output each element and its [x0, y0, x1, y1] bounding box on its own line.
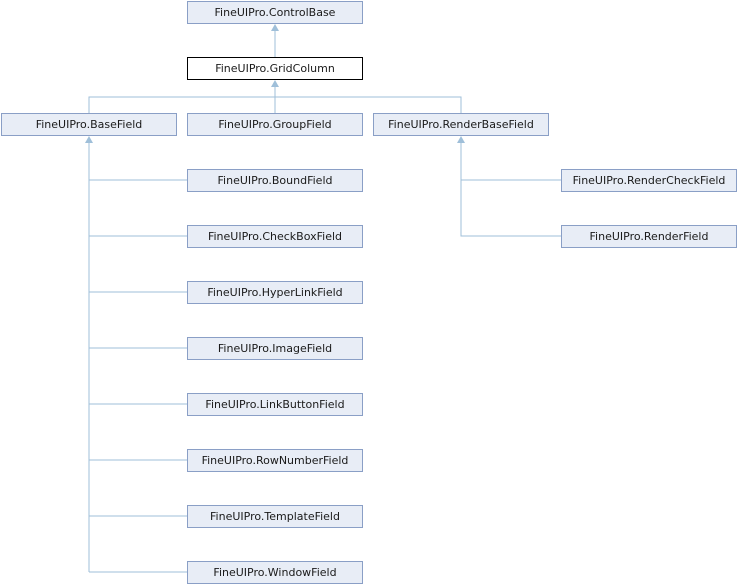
node-renderbasefield[interactable]: FineUIPro.RenderBaseField [373, 113, 549, 136]
node-windowfield[interactable]: FineUIPro.WindowField [187, 561, 363, 584]
node-templatefield[interactable]: FineUIPro.TemplateField [187, 505, 363, 528]
node-imagefield[interactable]: FineUIPro.ImageField [187, 337, 363, 360]
node-linkbuttonfield[interactable]: FineUIPro.LinkButtonField [187, 393, 363, 416]
node-gridcolumn[interactable]: FineUIPro.GridColumn [187, 57, 363, 80]
node-groupfield[interactable]: FineUIPro.GroupField [187, 113, 363, 136]
node-checkboxfield[interactable]: FineUIPro.CheckBoxField [187, 225, 363, 248]
arrow-gridcolumn [271, 80, 279, 87]
edge-basefield-gridcolumn [88, 96, 275, 113]
node-basefield[interactable]: FineUIPro.BaseField [1, 113, 177, 136]
node-boundfield[interactable]: FineUIPro.BoundField [187, 169, 363, 192]
arrow-renderbasefield [457, 136, 465, 143]
arrow-controlbase [271, 24, 279, 31]
edge-renderbasefield-gridcolumn [275, 96, 462, 113]
node-rendercheckfield[interactable]: FineUIPro.RenderCheckField [561, 169, 737, 192]
node-hyperlinkfield[interactable]: FineUIPro.HyperLinkField [187, 281, 363, 304]
node-controlbase[interactable]: FineUIPro.ControlBase [187, 1, 363, 24]
edge-renderbase-trunk [460, 140, 561, 237]
arrow-basefield [85, 136, 93, 143]
node-rownumberfield[interactable]: FineUIPro.RowNumberField [187, 449, 363, 472]
node-renderfield[interactable]: FineUIPro.RenderField [561, 225, 737, 248]
